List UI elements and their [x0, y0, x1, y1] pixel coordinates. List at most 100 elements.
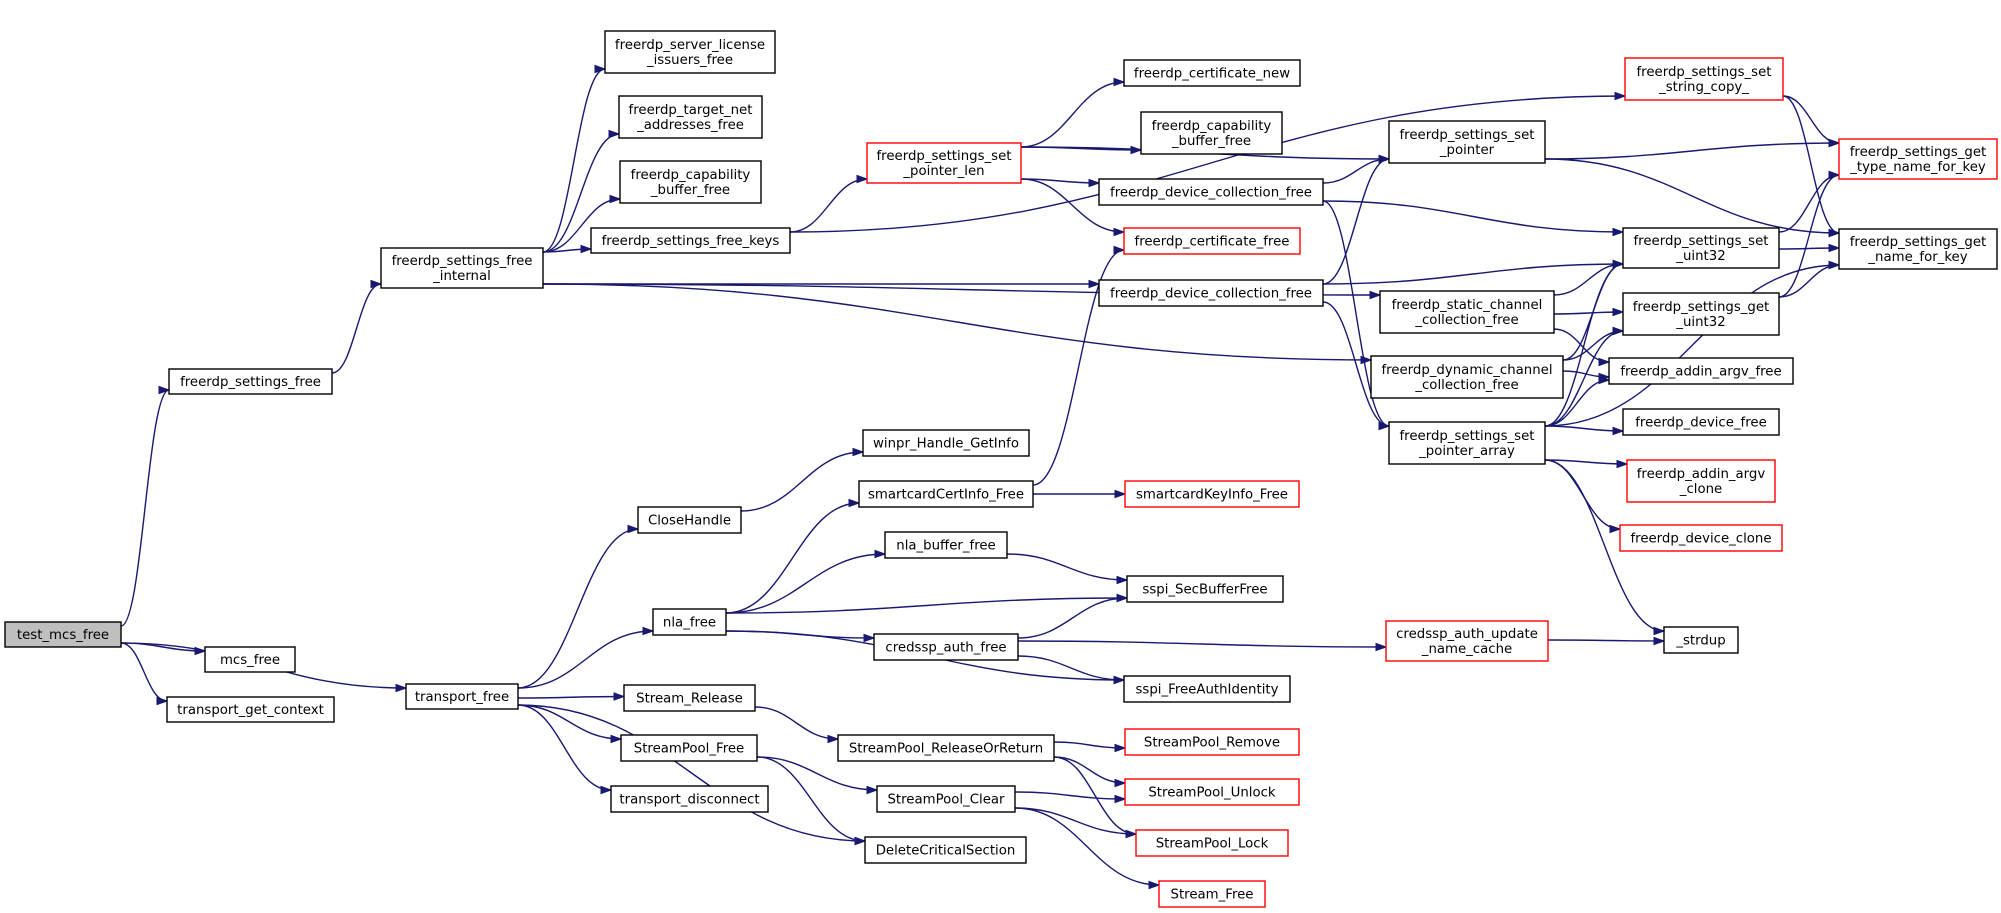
node-StreamPool_ReleaseOrReturn[interactable]: StreamPool_ReleaseOrReturn — [837, 734, 1055, 762]
node-label: freerdp_static_channel — [1392, 298, 1543, 313]
arrowhead — [395, 683, 408, 693]
edge-line — [1544, 425, 1624, 432]
node-box — [884, 531, 1008, 559]
node-StreamPool_Free[interactable]: StreamPool_Free — [620, 734, 758, 762]
node-freerdp_device_free[interactable]: freerdp_device_free — [1622, 408, 1780, 436]
node-freerdp_settings_free_keys[interactable]: freerdp_settings_free_keys — [590, 227, 791, 254]
node-freerdp_dynamic_channel_collection_free[interactable]: freerdp_dynamic_channel_collection_free — [1370, 355, 1564, 399]
node-smartcardCertInfo_Free[interactable]: smartcardCertInfo_Free — [858, 480, 1034, 508]
node-credssp_auth_update_name_cache[interactable]: credssp_auth_update_name_cache — [1385, 620, 1549, 662]
node-freerdp_capability_buffer_free_a[interactable]: freerdp_capability_buffer_free — [619, 160, 762, 204]
node-freerdp_capability_buffer_free_b[interactable]: freerdp_capability_buffer_free — [1140, 111, 1283, 155]
edge-line — [1017, 655, 1125, 681]
node-freerdp_settings_set_pointer[interactable]: freerdp_settings_set_pointer — [1388, 120, 1546, 164]
node-Stream_Free[interactable]: Stream_Free — [1158, 880, 1266, 908]
node-freerdp_settings_get_type_name_for_key[interactable]: freerdp_settings_get_type_name_for_key — [1838, 138, 1998, 180]
node-label: freerdp_certificate_new — [1134, 67, 1290, 82]
arrowhead — [609, 194, 622, 204]
node-StreamPool_Remove[interactable]: StreamPool_Remove — [1124, 728, 1300, 756]
node-winpr_Handle_GetInfo[interactable]: winpr_Handle_GetInfo — [862, 429, 1030, 457]
node-CloseHandle[interactable]: CloseHandle — [637, 506, 742, 534]
node-transport_disconnect[interactable]: transport_disconnect — [610, 785, 769, 813]
edge-freerdp_device_collection_free_b-to-freerdp_settings_set_pointer_array — [1322, 301, 1391, 431]
node-freerdp_settings_set_pointer_array[interactable]: freerdp_settings_set_pointer_array — [1388, 421, 1546, 465]
node-sspi_FreeAuthIdentity[interactable]: sspi_FreeAuthIdentity — [1123, 675, 1291, 703]
node-_strdup[interactable]: _strdup — [1663, 626, 1739, 654]
node-DeleteCriticalSection[interactable]: DeleteCriticalSection — [864, 836, 1027, 864]
edge-Stream_Release-to-StreamPool_ReleaseOrReturn — [754, 706, 840, 744]
node-Stream_Release[interactable]: Stream_Release — [623, 684, 756, 712]
node-StreamPool_Clear[interactable]: StreamPool_Clear — [876, 785, 1016, 813]
node-freerdp_settings_set_uint32[interactable]: freerdp_settings_set_uint32 — [1622, 227, 1780, 269]
edge-line — [1053, 756, 1126, 784]
arrowhead — [1113, 675, 1126, 685]
node-nla_free[interactable]: nla_free — [652, 608, 727, 636]
node-freerdp_target_net_addresses_free[interactable]: freerdp_target_net_addresses_free — [618, 95, 763, 139]
node-freerdp_addin_argv_free[interactable]: freerdp_addin_argv_free — [1608, 357, 1794, 385]
arrowhead — [1113, 245, 1126, 255]
node-box — [1370, 355, 1564, 399]
node-test_mcs_free[interactable]: test_mcs_free — [4, 621, 122, 648]
node-freerdp_certificate_free[interactable]: freerdp_certificate_free — [1123, 227, 1301, 255]
arrowhead — [854, 836, 867, 846]
node-freerdp_settings_free_internal[interactable]: freerdp_settings_free_internal — [380, 247, 544, 289]
node-label: _collection_free — [1414, 313, 1518, 328]
edge-line — [1544, 459, 1665, 632]
node-label: transport_disconnect — [619, 793, 759, 808]
node-freerdp_server_license_issuers_free[interactable]: freerdp_server_license_issuers_free — [604, 30, 776, 74]
node-freerdp_settings_get_name_for_key[interactable]: freerdp_settings_get_name_for_key — [1838, 228, 1998, 270]
node-box — [590, 227, 791, 254]
node-box — [604, 30, 776, 74]
edge-line — [517, 704, 612, 791]
edge-freerdp_settings_set_pointer_array-to-freerdp_device_clone — [1544, 459, 1622, 534]
node-freerdp_settings_free[interactable]: freerdp_settings_free — [168, 368, 333, 395]
node-label: credssp_auth_free — [885, 641, 1006, 656]
node-freerdp_static_channel_collection_free[interactable]: freerdp_static_channel_collection_free — [1379, 290, 1555, 334]
arrowhead — [627, 524, 640, 534]
node-label: freerdp_settings_set — [1400, 429, 1535, 444]
node-credssp_auth_free[interactable]: credssp_auth_free — [873, 633, 1019, 661]
node-transport_free[interactable]: transport_free — [405, 683, 519, 710]
edge-smartcardCertInfo_Free-to-smartcardKeyInfo_Free — [1033, 489, 1127, 499]
edge-freerdp_settings_set_pointer_array-to-freerdp_settings_get_name_for_key — [1544, 260, 1841, 427]
node-label: test_mcs_free — [17, 628, 109, 643]
node-smartcardKeyInfo_Free[interactable]: smartcardKeyInfo_Free — [1124, 480, 1300, 508]
edge-credssp_auth_free-to-credssp_auth_update_name_cache — [1017, 640, 1388, 652]
arrowhead — [1598, 375, 1611, 385]
node-label: Stream_Release — [636, 692, 743, 707]
edge-StreamPool_Clear-to-StreamPool_Unlock — [1014, 791, 1127, 804]
node-sspi_SecBufferFree[interactable]: sspi_SecBufferFree — [1126, 575, 1284, 603]
node-freerdp_addin_argv_clone[interactable]: freerdp_addin_argv_clone — [1626, 459, 1776, 503]
node-freerdp_settings_set_string_copy_[interactable]: freerdp_settings_set_string_copy_ — [1624, 57, 1784, 101]
edge-transport_free-to-Stream_Release — [517, 692, 626, 701]
edge-transport_free-to-transport_disconnect — [517, 704, 613, 795]
node-StreamPool_Unlock[interactable]: StreamPool_Unlock — [1124, 778, 1300, 806]
node-label: freerdp_settings_get — [1633, 300, 1770, 315]
edge-line — [1544, 330, 1624, 427]
node-freerdp_device_collection_free_a[interactable]: freerdp_device_collection_free — [1098, 178, 1324, 206]
edge-freerdp_settings_set_pointer_array-to-_strdup — [1544, 459, 1666, 636]
node-freerdp_device_clone[interactable]: freerdp_device_clone — [1619, 524, 1783, 552]
node-freerdp_settings_set_pointer_len[interactable]: freerdp_settings_set_pointer_len — [866, 142, 1022, 184]
node-freerdp_device_collection_free_b[interactable]: freerdp_device_collection_free — [1098, 279, 1324, 307]
edge-line — [542, 68, 606, 253]
node-label: nla_free — [663, 616, 716, 631]
nodes-layer: test_mcs_free freerdp_settings_free mcs_fr… — [4, 30, 1998, 908]
node-transport_get_context[interactable]: transport_get_context — [166, 696, 335, 723]
node-StreamPool_Lock[interactable]: StreamPool_Lock — [1135, 829, 1289, 857]
node-box — [1624, 57, 1784, 101]
edge-StreamPool_Free-to-DeleteCriticalSection — [756, 756, 867, 846]
node-label: freerdp_server_license — [615, 38, 765, 53]
edge-line — [517, 528, 639, 689]
node-freerdp_settings_get_uint32[interactable]: freerdp_settings_get_uint32 — [1622, 292, 1780, 336]
edge-line — [1322, 158, 1390, 285]
node-label: freerdp_settings_free_keys — [602, 234, 780, 249]
node-nla_buffer_free[interactable]: nla_buffer_free — [884, 531, 1008, 559]
node-mcs_free[interactable]: mcs_free — [204, 646, 296, 673]
node-label: _collection_free — [1414, 378, 1518, 393]
node-label: DeleteCriticalSection — [876, 844, 1016, 859]
node-freerdp_certificate_new[interactable]: freerdp_certificate_new — [1123, 59, 1301, 87]
node-box — [1385, 620, 1549, 662]
edge-line — [756, 756, 866, 842]
edge-line — [1017, 597, 1128, 639]
